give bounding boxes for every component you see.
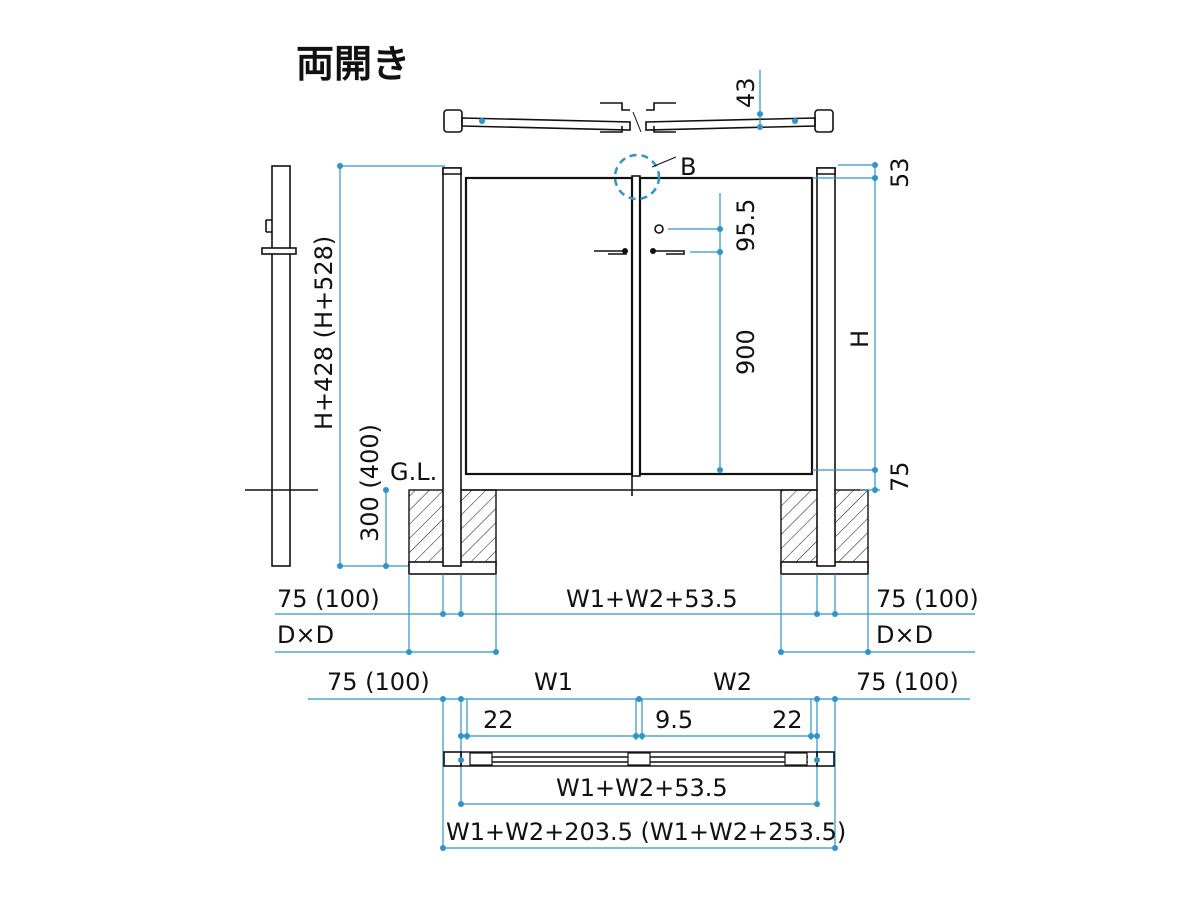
- top-leaf-left: [461, 117, 631, 131]
- label-top-offset: 53: [886, 157, 914, 188]
- top-post-right: [814, 109, 834, 133]
- bottom-plan-view: 75 (100) W1 W2 75 (100) 22 9.5 22 W1+W2+…: [308, 668, 970, 851]
- label-post-size-right: 75 (100): [876, 585, 979, 613]
- top-post-left: [443, 109, 463, 133]
- label-total-post-height: H+428 (H+528): [310, 236, 338, 430]
- top-latch-right: [646, 102, 676, 133]
- side-handle: [261, 247, 297, 255]
- plan-label-total-width: W1+W2+203.5 (W1+W2+253.5): [446, 818, 846, 846]
- label-ground-level: G.L.: [390, 458, 437, 486]
- gate-center-stile: [631, 175, 641, 477]
- top-latch-left: [600, 102, 630, 133]
- plan-label-gap-center: 9.5: [655, 706, 693, 734]
- top-plan-view: 43: [443, 70, 834, 133]
- post-right: [816, 167, 836, 567]
- plan-label-w1: W1: [534, 668, 573, 696]
- front-elevation-view: B G.L. 95.5 900 53 H 75: [275, 153, 979, 655]
- plan-label-w2: W2: [713, 668, 752, 696]
- key-cylinder: [654, 224, 664, 234]
- label-footing-left: D×D: [277, 621, 334, 649]
- detail-b-label: B: [680, 153, 696, 181]
- side-post: [271, 165, 291, 567]
- plan-label-gap-right: 22: [772, 706, 803, 734]
- diagram-title: 両開き: [296, 42, 410, 86]
- label-post-top-width: 43: [732, 77, 760, 108]
- label-post-size-left: 75 (100): [277, 585, 380, 613]
- gate-leaf-right: [638, 176, 814, 476]
- side-elevation-view: H+428 (H+528) 300 (400): [245, 163, 445, 569]
- handle-right: [652, 250, 685, 255]
- top-leaf-right: [645, 117, 816, 131]
- detail-b-circle: [613, 153, 661, 201]
- gate-leaf-left: [464, 176, 634, 476]
- plan-label-left-post: 75 (100): [327, 668, 430, 696]
- plan-label-gap-left: 22: [483, 706, 514, 734]
- label-height: H: [846, 330, 874, 348]
- label-footing-right: D×D: [876, 621, 933, 649]
- label-span-center: W1+W2+53.5: [566, 585, 738, 613]
- label-handle-height: 900: [732, 329, 760, 375]
- label-bottom-offset: 75: [886, 461, 914, 492]
- plan-label-inner-width: W1+W2+53.5: [556, 774, 728, 802]
- label-embed-depth: 300 (400): [356, 424, 384, 542]
- label-handle-offset: 95.5: [732, 199, 760, 252]
- post-left: [442, 167, 462, 567]
- plan-label-right-post: 75 (100): [856, 668, 959, 696]
